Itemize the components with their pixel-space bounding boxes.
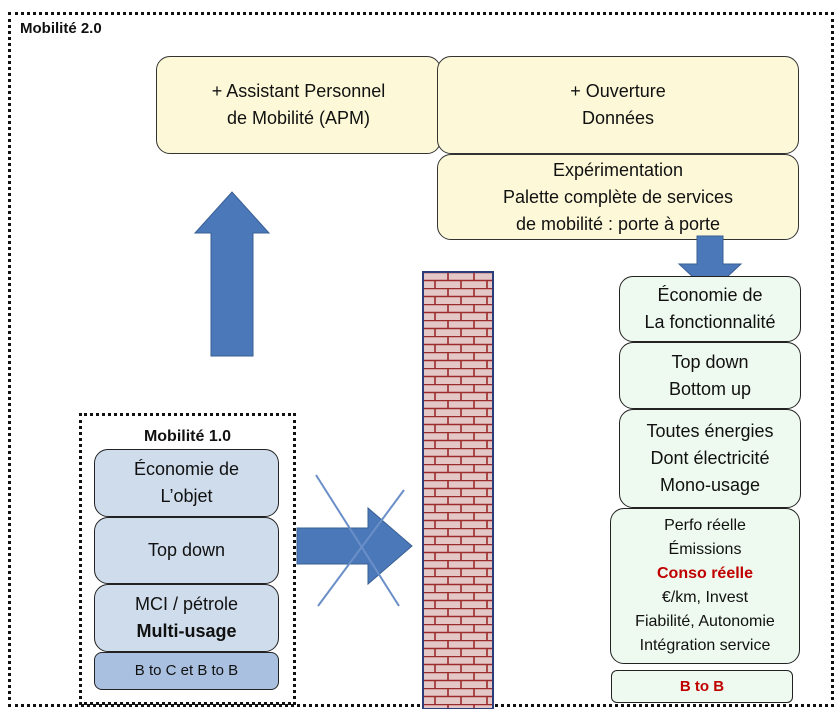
outer-title: Mobilité 2.0 [20, 20, 102, 37]
apm-line-1: + Assistant Personnel [211, 81, 386, 101]
topdown-1-label: Top down [147, 540, 226, 560]
bottomup-label: Bottom up [668, 378, 752, 399]
perfo-line-5: Intégration service [639, 637, 771, 654]
perfo-line-3: €/km, Invest [661, 589, 749, 606]
ouverture-line-1: + Ouverture [570, 81, 666, 101]
mobilite-1-title: Mobilité 1.0 [143, 428, 232, 445]
economie-objet-box: Économie de L’objet [94, 449, 279, 517]
mci-label: MCI / pétrole [134, 594, 239, 614]
experimentation-line-3: de mobilité : porte à porte [515, 213, 721, 234]
btob-label: B to B [679, 678, 725, 695]
mobilite-2-frame [8, 12, 834, 707]
economie-fonctionnalite-box: Économie de La fonctionnalité [619, 276, 801, 342]
experimentation-line-1: Expérimentation [552, 159, 684, 180]
economie-fonct-line-1: Économie de [657, 285, 763, 305]
economie-objet-line-1: Économie de [133, 459, 240, 479]
btoc-label: B to C et B to B [134, 662, 239, 679]
perfo-line-4: Fiabilité, Autonomie [635, 613, 775, 630]
economie-fonct-line-2: La fonctionnalité [644, 312, 776, 332]
experimentation-line-2: Palette complète de services [502, 186, 734, 207]
energies-box: Toutes énergies Dont électricité Mono-us… [619, 409, 801, 508]
mci-box: MCI / pétrole Multi-usage [94, 584, 279, 652]
brick-wall [422, 271, 494, 709]
topdown-bottomup-box: Top down Bottom up [619, 342, 801, 409]
perfo-line-1: Perfo réelle [664, 517, 746, 534]
mobilite-1-frame [79, 413, 296, 705]
experimentation-box: Expérimentation Palette complète de serv… [437, 154, 799, 240]
cross-line-1 [315, 474, 400, 607]
ouverture-box: + Ouverture Données [437, 56, 799, 154]
energies-line-2: Dont électricité [650, 448, 770, 468]
multi-usage-label: Multi-usage [136, 621, 237, 641]
right-arrow [296, 506, 413, 586]
economie-objet-line-2: L’objet [160, 486, 213, 506]
btob-box: B to B [611, 670, 793, 703]
apm-box: + Assistant Personnel de Mobilité (APM) [156, 56, 441, 154]
energies-line-1: Toutes énergies [646, 421, 774, 441]
apm-line-2: de Mobilité (APM) [226, 108, 371, 128]
ouverture-line-2: Données [581, 108, 655, 128]
perfo-line-2: Émissions [668, 541, 742, 558]
perfo-box: Perfo réelle Émissions Conso réelle €/km… [610, 508, 800, 664]
topdown-1-box: Top down [94, 517, 279, 584]
cross-line-2 [317, 489, 405, 607]
topdown-2-label: Top down [671, 351, 749, 372]
btoc-box: B to C et B to B [94, 652, 279, 690]
energies-line-3: Mono-usage [659, 475, 761, 495]
up-arrow [193, 191, 271, 357]
conso-reelle-label: Conso réelle [656, 565, 754, 582]
